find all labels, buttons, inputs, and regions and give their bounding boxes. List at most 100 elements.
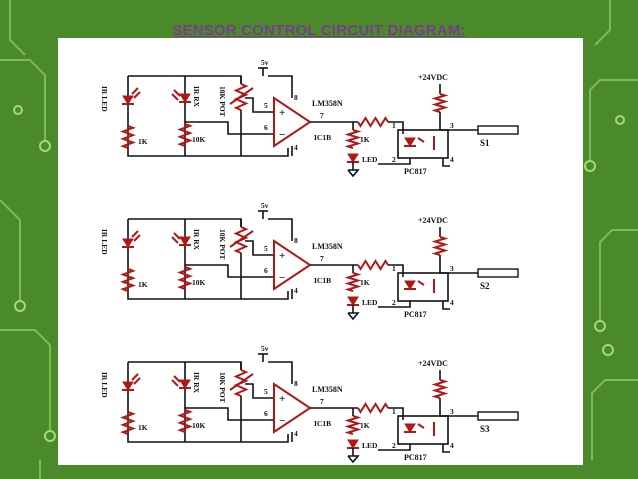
- resistor-1k-series: [344, 129, 362, 149]
- pot-label: 10K POT: [218, 86, 227, 117]
- op-amp-model-label: LM358N: [312, 99, 343, 108]
- pin-7-label: 7: [320, 254, 324, 263]
- opto-pin-3: 3: [450, 407, 454, 416]
- opto-led: [404, 423, 416, 433]
- resistor-1k-led: [120, 411, 136, 435]
- indicator-led: [347, 296, 359, 306]
- ir-rx-diode: [179, 93, 191, 103]
- ir-rx-label: IR RX: [192, 372, 201, 394]
- pin-8-label: 8: [294, 379, 298, 388]
- ir-rx-diode: [179, 236, 191, 246]
- ic-label: IC1B: [314, 419, 331, 428]
- opto-pin-1: 1: [392, 407, 396, 416]
- opto-pin-4: 4: [450, 441, 454, 450]
- supply-5v-label: 5v: [261, 201, 269, 210]
- opto-model-label: PC817: [404, 453, 427, 462]
- resistor-10k-rx-label: 10K: [192, 135, 206, 144]
- sensor-output-label: S1: [480, 138, 490, 148]
- opto-pin-3: 3: [450, 264, 454, 273]
- pin-7-label: 7: [320, 397, 324, 406]
- op-amp-triangle: [273, 239, 312, 291]
- resistor-10k-rx: [177, 409, 193, 433]
- opto-model-label: PC817: [404, 167, 427, 176]
- sensor-output-terminal: [477, 125, 519, 135]
- led-label: LED: [362, 298, 378, 307]
- opto-pin-2: 2: [392, 155, 396, 164]
- op-amp-triangle: [273, 96, 312, 148]
- supply-24vdc-label: +24VDC: [418, 359, 448, 368]
- pin-6-label: 6: [264, 123, 268, 132]
- supply-24vdc-label: +24VDC: [418, 216, 448, 225]
- ic-label: IC1B: [314, 276, 331, 285]
- pin-8-label: 8: [294, 236, 298, 245]
- opto-pin-4: 4: [450, 298, 454, 307]
- op-amp-plus: +: [279, 393, 285, 405]
- opto-model-label: PC817: [404, 310, 427, 319]
- optocoupler-box: [397, 129, 449, 159]
- resistor-1k-led: [120, 125, 136, 149]
- opto-pin-3: 3: [450, 121, 454, 130]
- ir-led-label: IR LED: [100, 372, 109, 398]
- indicator-led: [347, 439, 359, 449]
- ir-led-label: IR LED: [100, 229, 109, 255]
- op-amp-plus: +: [279, 250, 285, 262]
- pin-6-label: 6: [264, 409, 268, 418]
- resistor-24v: [431, 236, 449, 256]
- page-title: SENSOR CONTROL CIRCUIT DIAGRAM:: [172, 22, 466, 39]
- opto-pin-1: 1: [392, 264, 396, 273]
- sensor-output-terminal: [477, 268, 519, 278]
- pin-5-label: 5: [264, 244, 268, 253]
- opto-pin-4: 4: [450, 155, 454, 164]
- ir-rx-label: IR RX: [192, 86, 201, 108]
- pin-6-label: 6: [264, 266, 268, 275]
- pot-label: 10K POT: [218, 229, 227, 260]
- opto-led: [404, 137, 416, 147]
- ir-led-diode: [122, 381, 134, 391]
- op-amp-minus: −: [279, 415, 285, 427]
- ground-symbol: [347, 169, 360, 178]
- ir-led-diode: [122, 238, 134, 248]
- opto-pin-2: 2: [392, 298, 396, 307]
- resistor-1k-out-label: 1K: [360, 135, 370, 144]
- opto-pin-2: 2: [392, 441, 396, 450]
- resistor-10k-rx-label: 10K: [192, 421, 206, 430]
- resistor-1k-series: [344, 272, 362, 292]
- op-amp-plus: +: [279, 107, 285, 119]
- led-label: LED: [362, 155, 378, 164]
- supply-5v-label: 5v: [261, 58, 269, 67]
- optocoupler-box: [397, 415, 449, 445]
- resistor-10k-rx-label: 10K: [192, 278, 206, 287]
- pin-4-label: 4: [294, 286, 298, 295]
- ir-rx-diode: [179, 379, 191, 389]
- pin-4-label: 4: [294, 143, 298, 152]
- pot-label: 10K POT: [218, 372, 227, 403]
- op-amp-model-label: LM358N: [312, 385, 343, 394]
- pin-4-label: 4: [294, 429, 298, 438]
- ground-symbol: [347, 455, 360, 464]
- resistor-1k-led-label: 1K: [138, 280, 148, 289]
- pin-5-label: 5: [264, 387, 268, 396]
- sensor-output-label: S3: [480, 424, 490, 434]
- resistor-1k-out-label: 1K: [360, 421, 370, 430]
- resistor-1k-series: [344, 415, 362, 435]
- pin-8-label: 8: [294, 93, 298, 102]
- supply-24vdc-label: +24VDC: [418, 73, 448, 82]
- pin-7-label: 7: [320, 111, 324, 120]
- op-amp-minus: −: [279, 129, 285, 141]
- resistor-1k-out: [357, 402, 389, 414]
- sensor-output-terminal: [477, 411, 519, 421]
- ir-led-label: IR LED: [100, 86, 109, 112]
- led-label: LED: [362, 441, 378, 450]
- resistor-1k-led-label: 1K: [138, 423, 148, 432]
- opto-pin-1: 1: [392, 121, 396, 130]
- indicator-led: [347, 153, 359, 163]
- resistor-24v: [431, 93, 449, 113]
- resistor-1k-led: [120, 268, 136, 292]
- resistor-24v: [431, 379, 449, 399]
- ir-rx-label: IR RX: [192, 229, 201, 251]
